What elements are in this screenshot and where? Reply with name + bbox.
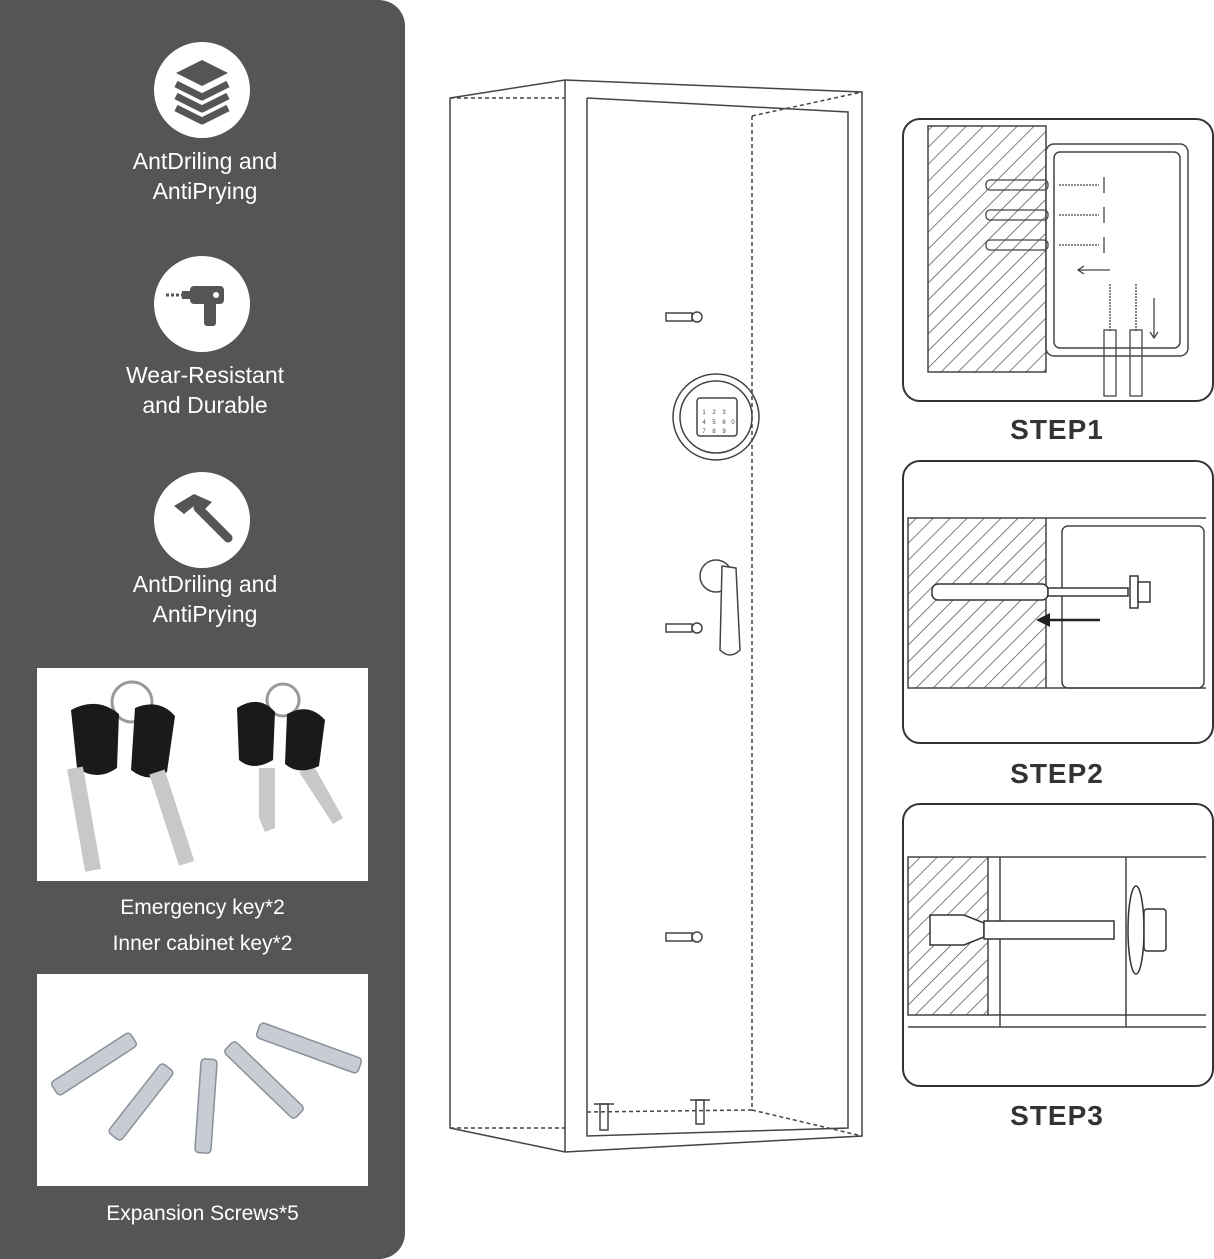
step1-diagram — [902, 118, 1214, 402]
layers-icon — [154, 42, 250, 138]
wall-bolt-top — [665, 311, 703, 323]
drill-icon — [154, 256, 250, 352]
feature-label-1: AntDriling and AntiPrying — [40, 146, 370, 206]
feature-label-2: Wear-Resistant and Durable — [40, 360, 370, 420]
step3-diagram — [902, 803, 1214, 1087]
step3-label: STEP3 — [1010, 1100, 1104, 1131]
feature-1-line2: AntiPrying — [152, 178, 258, 204]
feature-2-line2: and Durable — [142, 392, 268, 418]
keypad-key-2[interactable]: 2 — [712, 410, 716, 416]
gun-safe-drawing: 1 2 3 4 5 6 7 8 9 0 — [449, 79, 863, 1153]
feature-3-line1: AntDriling and — [132, 571, 278, 597]
keypad-key-0[interactable]: 0 — [731, 420, 735, 426]
feature-3-line2: AntiPrying — [152, 601, 258, 627]
expansion-screws-photo — [37, 974, 368, 1186]
keypad-key-8[interactable]: 8 — [712, 429, 716, 435]
feature-2-line1: Wear-Resistant — [125, 362, 285, 388]
step2-label: STEP2 — [1010, 758, 1104, 789]
keys-photo — [37, 668, 368, 881]
screws-caption: Expansion Screws*5 — [106, 1202, 299, 1225]
keypad-key-6[interactable]: 6 — [722, 420, 726, 426]
keypad-key-1[interactable]: 1 — [702, 410, 706, 416]
floor-bolt-right — [690, 1099, 710, 1125]
step1-label: STEP1 — [1010, 414, 1104, 445]
keys-caption: Emergency key*2 Inner cabinet key*2 — [20, 890, 385, 962]
keys-caption-line1: Emergency key*2 — [120, 896, 285, 919]
keypad-key-5[interactable]: 5 — [712, 420, 716, 426]
keypad-key-4[interactable]: 4 — [702, 420, 706, 426]
feature-label-3: AntDriling and AntiPrying — [40, 569, 370, 629]
hammer-icon — [154, 472, 250, 568]
keypad-key-3[interactable]: 3 — [722, 410, 726, 416]
keypad-key-7[interactable]: 7 — [702, 429, 706, 435]
keys-caption-line2: Inner cabinet key*2 — [112, 932, 293, 955]
wall-bolt-middle — [665, 622, 703, 634]
step2-diagram — [902, 460, 1214, 744]
feature-1-line1: AntDriling and — [132, 148, 278, 174]
keypad-key-9[interactable]: 9 — [722, 429, 726, 435]
wall-bolt-bottom — [665, 931, 703, 943]
floor-bolt-left — [594, 1103, 614, 1131]
features-sidebar: AntDriling and AntiPrying Wear-Resistant… — [0, 0, 405, 1259]
